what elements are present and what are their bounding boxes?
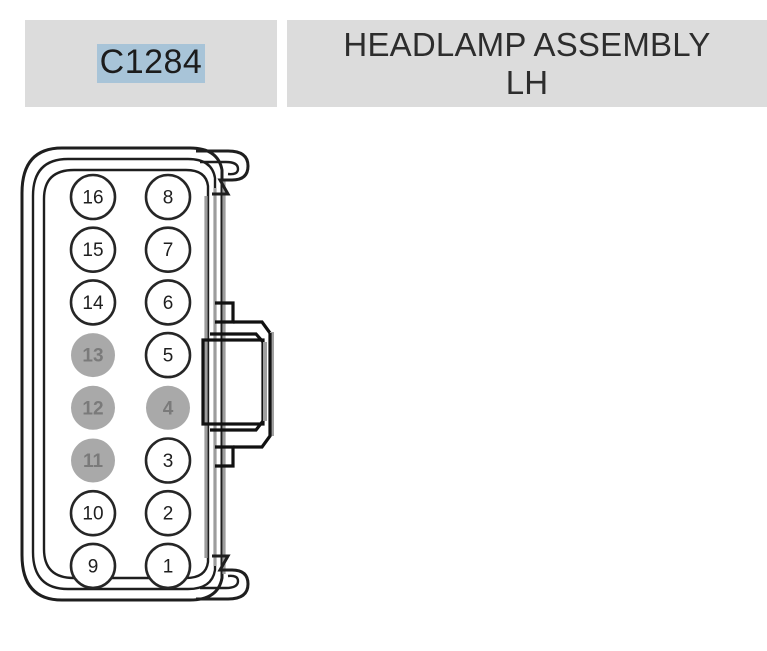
pin-4[interactable]: 4 [146,385,190,430]
latch-right-edge [233,333,272,449]
connector-body-outlines [20,146,224,602]
body-outline-inner [42,168,210,580]
bottom-tab-inner [200,574,240,590]
pin-8[interactable]: 8 [144,173,192,221]
pin-number-label-5: 5 [163,346,174,367]
latch-window-top [210,332,265,344]
pin-cavity-11 [71,438,115,483]
connector-code-label: C1284 [96,44,206,83]
connector-name-cell: HEADLAMP ASSEMBLY LH [287,20,767,107]
pin-cavity-3 [144,437,192,484]
connector-header-row: C1284 HEADLAMP ASSEMBLY LH [0,0,767,120]
pin-cavity-15 [69,226,117,273]
pin-cavity-8 [144,173,192,221]
pin-number-label-12: 12 [82,398,103,419]
pin-number-label-6: 6 [163,293,174,314]
top-tab-outline [196,149,250,196]
latch-lever [201,301,274,468]
connector-code-cell[interactable]: C1284 [25,20,277,107]
pin-cavity-16 [69,173,117,221]
pin-15[interactable]: 15 [69,226,117,273]
pin-number-label-15: 15 [82,240,103,261]
pin-cavity-10 [69,489,117,537]
pin-cavity-6 [144,279,192,326]
pin-cavity-2 [144,489,192,537]
pin-number-label-9: 9 [88,556,99,577]
latch-upper-arm [233,320,272,334]
connector-face-svg: 16 8 15 7 14 6 13 5 12 4 11 3 10 2 9 1 [20,146,274,602]
pin-13[interactable]: 13 [71,333,115,378]
pin-cavity-14 [69,279,117,326]
pin-12[interactable]: 12 [71,385,115,430]
pin-cavity-7 [144,226,192,273]
latch-lower-notch [215,445,235,468]
body-outline-middle [31,157,217,591]
connector-name-label: HEADLAMP ASSEMBLY LH [343,25,711,101]
connector-right-rails [204,180,226,574]
pin-number-label-10: 10 [82,504,103,525]
bottom-right-key-tab [196,554,250,601]
pin-11[interactable]: 11 [71,438,115,483]
pin-cavity-4 [146,385,190,430]
pin-number-label-3: 3 [163,451,174,472]
pin-14[interactable]: 14 [69,279,117,326]
pin-number-label-11: 11 [83,451,104,472]
pin-10[interactable]: 10 [69,489,117,537]
pin-number-label-7: 7 [163,240,174,261]
pin-number-label-8: 8 [163,188,174,209]
pin-1[interactable]: 1 [144,542,192,590]
pin-cavity-13 [71,333,115,378]
pin-9[interactable]: 9 [69,542,117,590]
pin-number-label-13: 13 [82,346,103,367]
bottom-tab-outline [196,554,250,601]
pin-number-label-14: 14 [82,293,104,314]
pin-number-label-16: 16 [82,188,103,209]
pin-cavity-5 [144,331,192,379]
pin-number-label-1: 1 [163,556,174,577]
pin-5[interactable]: 5 [144,331,192,379]
top-tab-inner [200,160,240,176]
pin-6[interactable]: 6 [144,279,192,326]
connector-diagram: 16 8 15 7 14 6 13 5 12 4 11 3 10 2 9 1 [0,118,300,651]
latch-window-outer [201,338,265,426]
pin-3[interactable]: 3 [144,437,192,484]
body-outline-outer [20,146,224,602]
pin-layer: 16 8 15 7 14 6 13 5 12 4 11 3 10 2 9 1 [69,173,192,590]
pin-16[interactable]: 16 [69,173,117,221]
pin-7[interactable]: 7 [144,226,192,273]
latch-window-bottom [210,420,265,432]
pin-cavity-1 [144,542,192,590]
pin-number-label-2: 2 [163,504,174,525]
pin-cavity-12 [71,385,115,430]
pin-number-label-4: 4 [163,398,174,419]
top-right-key-tab [196,149,250,196]
latch-upper-notch [215,301,235,324]
pin-2[interactable]: 2 [144,489,192,537]
pin-cavity-9 [69,542,117,590]
